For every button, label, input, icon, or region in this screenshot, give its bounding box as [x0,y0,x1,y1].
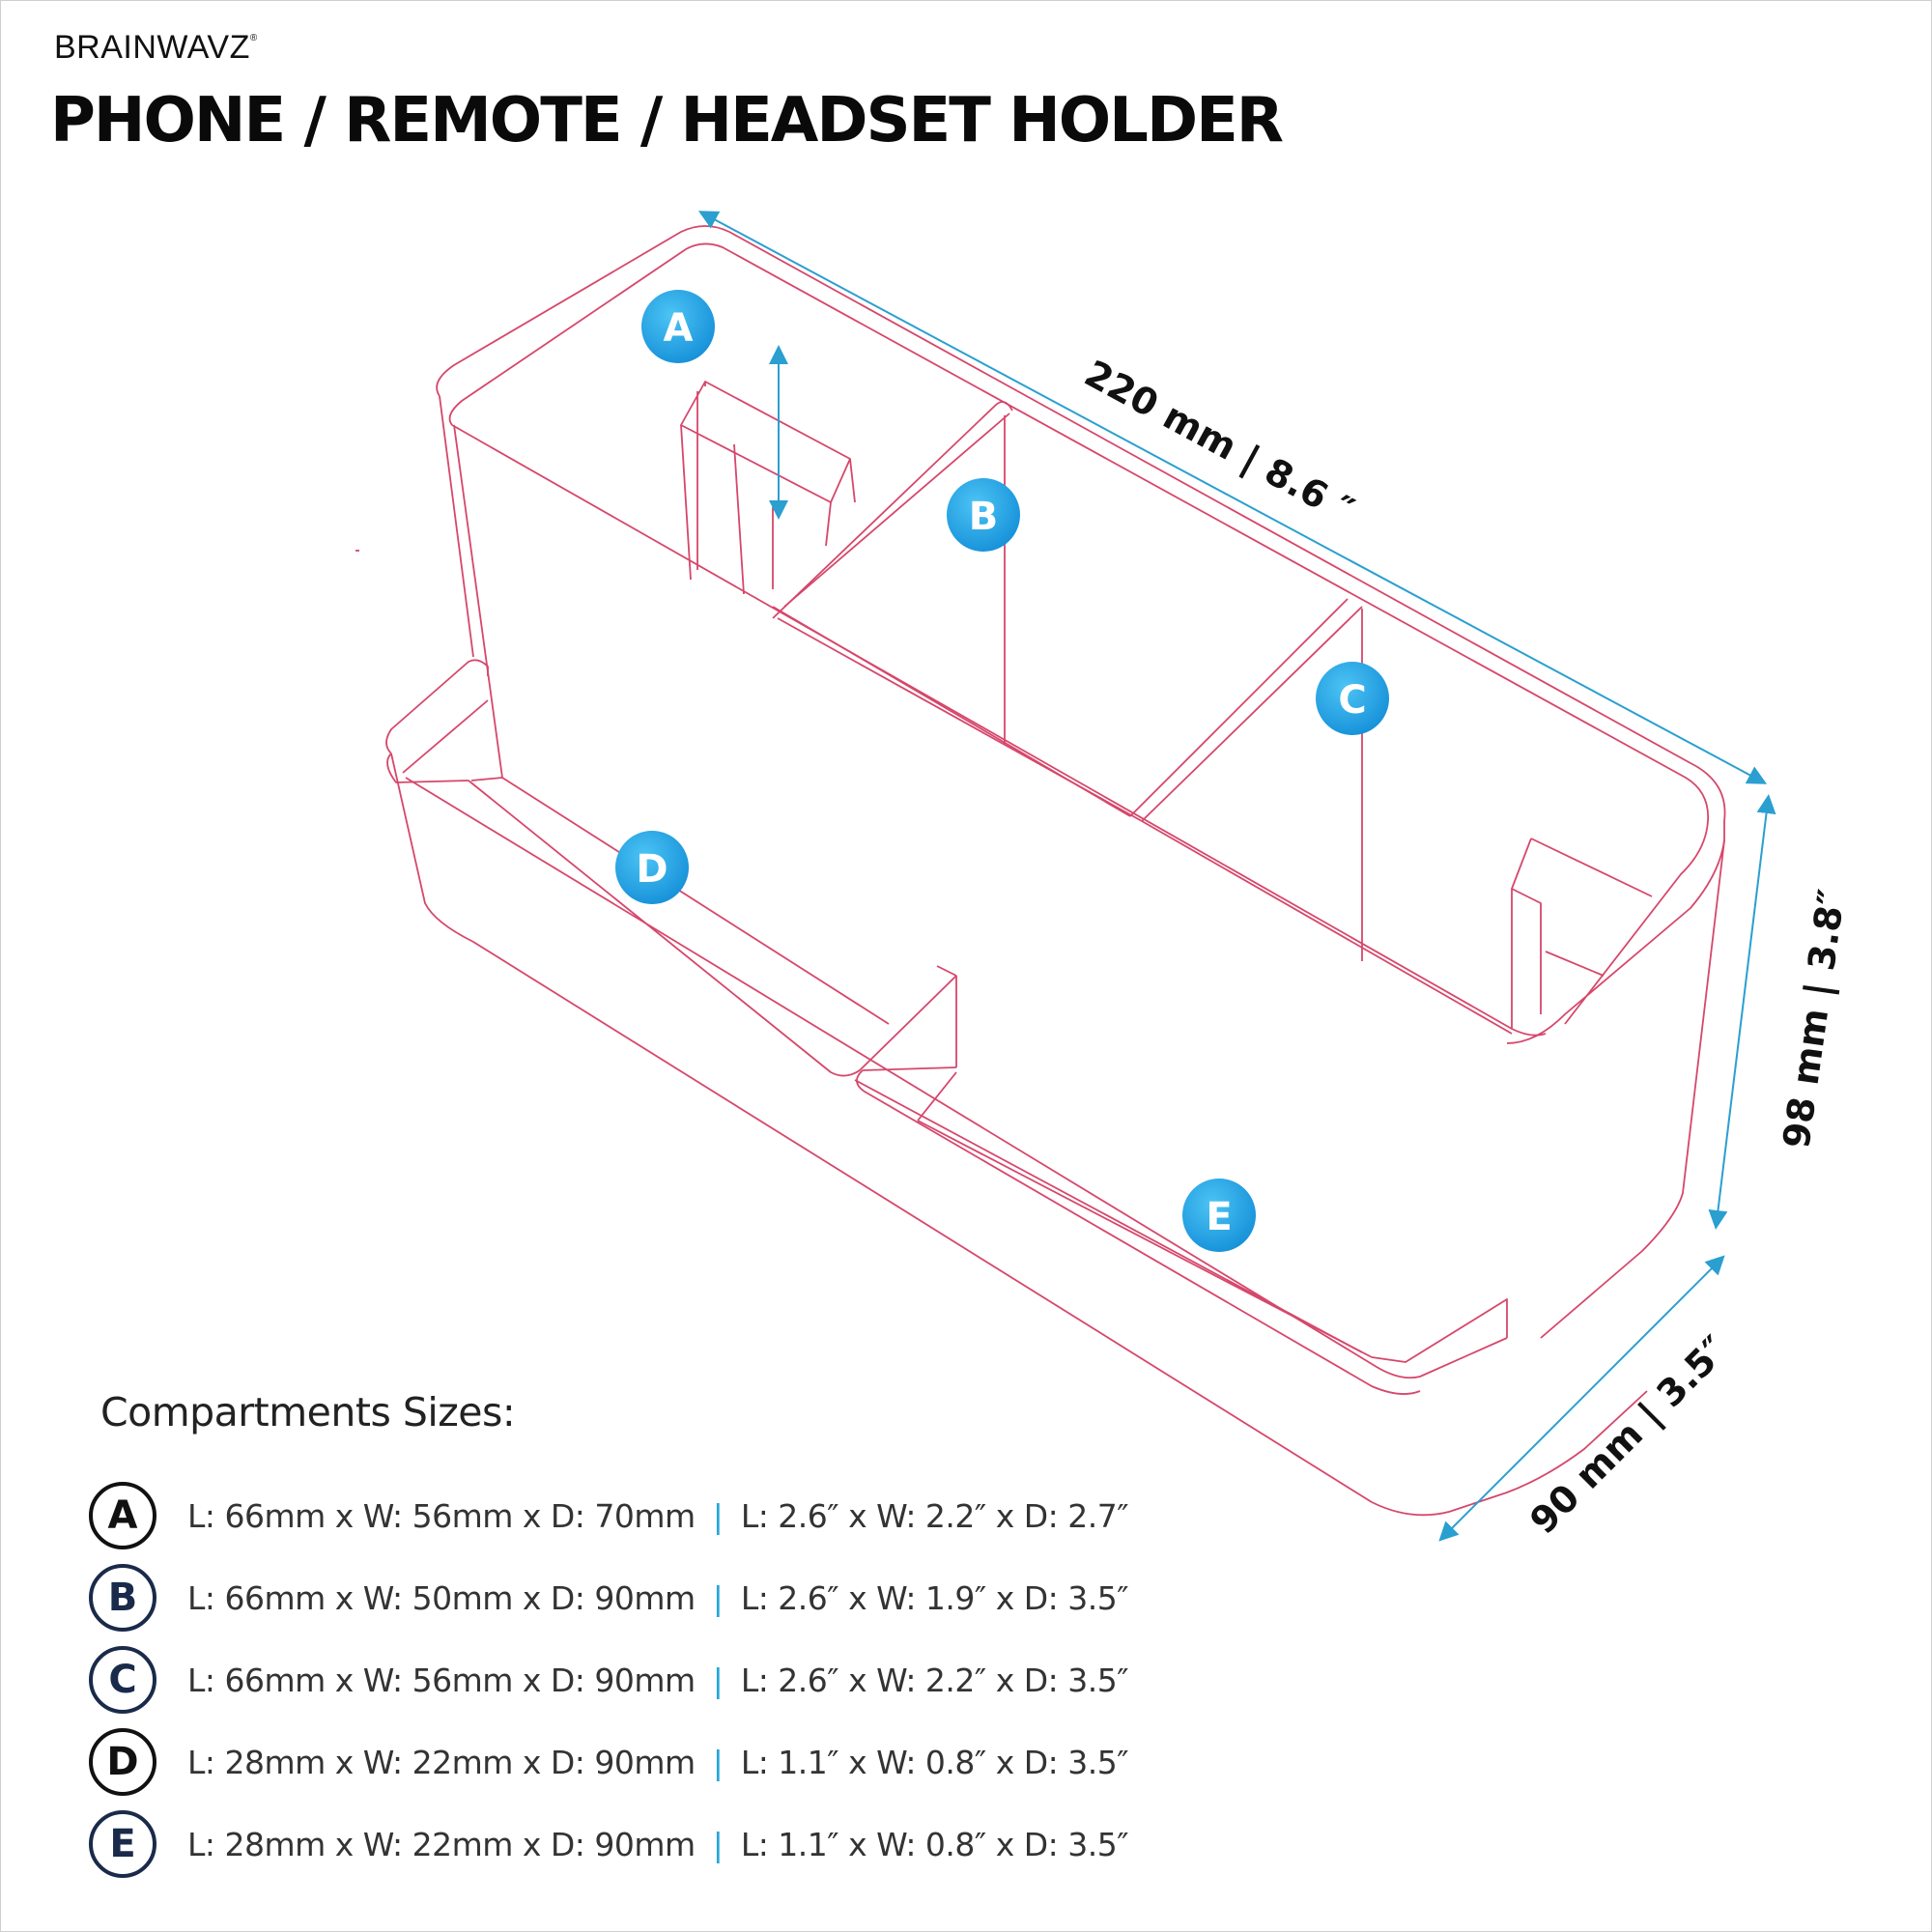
length-dimension-line [697,211,1768,784]
compartment-b-metric: L: 66mm x W: 50mm x D: 90mm [187,1578,696,1617]
separator: | [712,1743,724,1781]
compartment-c-imperial: L: 2.6″ x W: 2.2″ x D: 3.5″ [740,1661,1129,1699]
marker-b-label: B [969,495,999,539]
holder-outline [355,225,1726,1517]
compartment-e-metric: L: 28mm x W: 22mm x D: 90mm [187,1825,696,1863]
page-title: PHONE / REMOTE / HEADSET HOLDER [50,85,1284,156]
compartment-c-metric: L: 66mm x W: 56mm x D: 90mm [187,1661,696,1699]
height-label: 98 mm | 3.8″ [1775,887,1854,1151]
registered-mark: ® [249,33,258,43]
depth-label: 90 mm | 3.5″ [1521,1327,1737,1543]
dimension-lines [697,211,1776,1542]
compartment-row-c: C L: 66mm x W: 56mm x D: 90mm | L: 2.6″ … [89,1642,1129,1718]
compartment-e-imperial: L: 1.1″ x W: 0.8″ x D: 3.5″ [740,1825,1129,1863]
compartment-row-b: B L: 66mm x W: 50mm x D: 90mm | L: 2.6″ … [89,1560,1129,1635]
compartment-markers: A B C D E [615,290,1389,1252]
compartment-badge-a: A [89,1482,156,1549]
length-label: 220 mm | 8.6 ″ [1077,352,1361,532]
sizes-heading: Compartments Sizes: [100,1389,516,1435]
dimension-labels: 220 mm | 8.6 ″ 98 mm | 3.8″ 90 mm | 3.5″ [1077,352,1854,1543]
marker-e-label: E [1206,1195,1232,1239]
separator: | [712,1578,724,1617]
compartment-badge-c: C [89,1646,156,1714]
compartment-badge-e: E [89,1810,156,1878]
compartment-a-imperial: L: 2.6″ x W: 2.2″ x D: 2.7″ [740,1496,1129,1535]
marker-a: A [641,290,715,363]
marker-d-label: D [636,847,668,892]
compartment-a-metric: L: 66mm x W: 56mm x D: 70mm [187,1496,696,1535]
marker-d: D [615,831,689,904]
marker-c: C [1316,662,1389,735]
marker-b: B [947,478,1020,552]
separator: | [712,1825,724,1863]
marker-c-label: C [1338,678,1366,723]
depth-dimension-line [1438,1255,1725,1542]
height-dimension-line [1708,794,1776,1230]
separator: | [712,1661,724,1699]
compartment-d-metric: L: 28mm x W: 22mm x D: 90mm [187,1743,696,1781]
compartment-row-d: D L: 28mm x W: 22mm x D: 90mm | L: 1.1″ … [89,1724,1129,1800]
brand-logo: BRAINWAVZ® [54,29,258,67]
compartment-badge-d: D [89,1728,156,1796]
compartment-b-imperial: L: 2.6″ x W: 1.9″ x D: 3.5″ [740,1578,1129,1617]
separator: | [712,1496,724,1535]
marker-e: E [1182,1179,1256,1252]
compartment-d-imperial: L: 1.1″ x W: 0.8″ x D: 3.5″ [740,1743,1129,1781]
marker-a-label: A [664,306,694,351]
compartment-row-e: E L: 28mm x W: 22mm x D: 90mm | L: 1.1″ … [89,1806,1129,1882]
compartment-row-a: A L: 66mm x W: 56mm x D: 70mm | L: 2.6″ … [89,1478,1129,1553]
brand-name: BRAINWAVZ [54,29,250,66]
compartment-badge-b: B [89,1564,156,1632]
